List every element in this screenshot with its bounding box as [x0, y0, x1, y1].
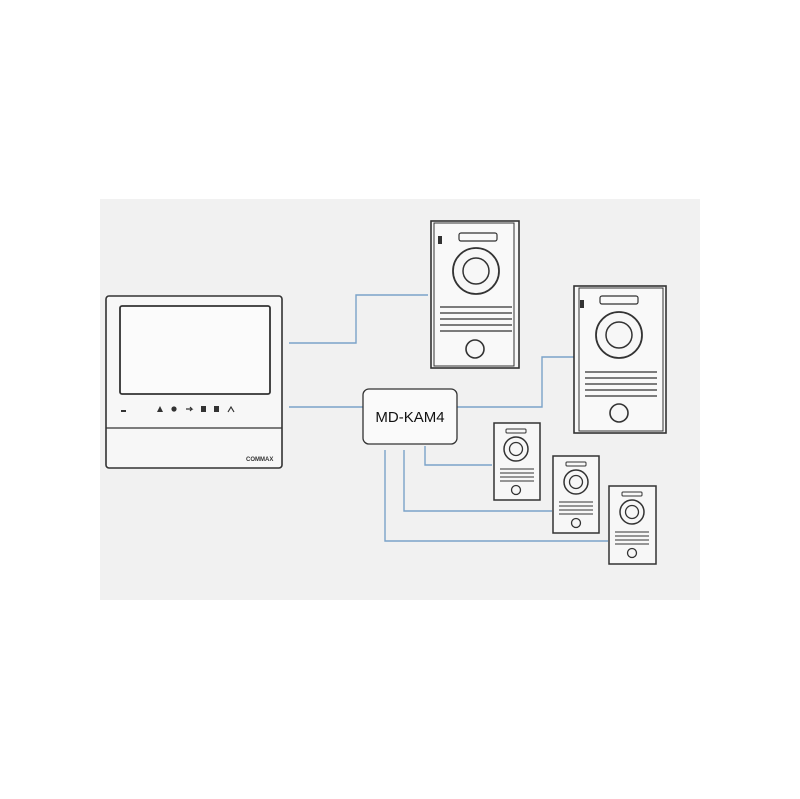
hub-box: MD-KAM4 — [362, 388, 458, 445]
door-camera-4 — [552, 455, 600, 534]
transfer-button-icon — [186, 406, 194, 412]
monitor-buttons — [121, 405, 235, 413]
camera-1-lens — [462, 257, 490, 285]
door-camera-1 — [430, 220, 520, 369]
hub-label: MD-KAM4 — [375, 409, 444, 426]
camera-1-speaker-grille — [440, 306, 512, 332]
door-camera-5 — [608, 485, 657, 565]
monitor-screen — [119, 305, 271, 395]
camera-2-lens — [605, 321, 633, 349]
intercom-button-icon — [214, 406, 219, 412]
call-button-icon — [157, 406, 163, 412]
door-camera-2 — [573, 285, 667, 434]
wire-hub-to-camera-2 — [457, 356, 574, 408]
indoor-monitor: COMMAX — [105, 295, 283, 469]
wire-hub-to-camera-4 — [403, 450, 552, 512]
menu-button-icon — [121, 410, 126, 412]
camera-1-nameplate — [458, 232, 498, 242]
wires — [289, 294, 608, 542]
door-button-icon — [201, 406, 206, 412]
door-camera-3 — [493, 422, 541, 501]
wire-hub-to-camera-3 — [424, 446, 492, 466]
camera-2-call-button — [609, 403, 629, 423]
camera-1-call-button — [465, 339, 485, 359]
talk-button-icon — [227, 405, 235, 413]
monitor-button-icon — [171, 406, 177, 412]
monitor-brand-logo: COMMAX — [246, 457, 273, 463]
wire-monitor-to-camera-1 — [289, 294, 428, 344]
camera-2-speaker-grille — [585, 371, 657, 397]
wire-hub-to-camera-5 — [384, 450, 608, 542]
camera-2-nameplate — [599, 295, 639, 305]
